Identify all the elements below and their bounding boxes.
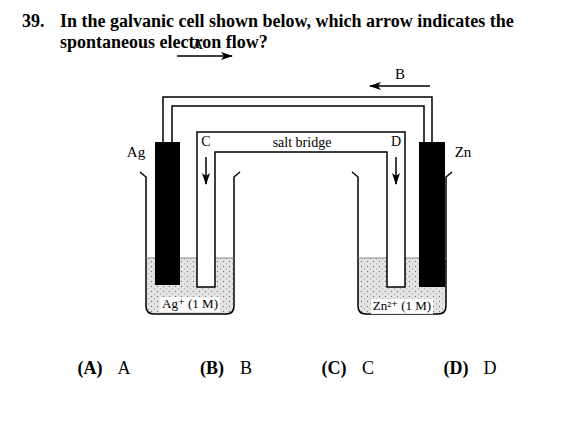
salt-bridge-label: salt bridge <box>271 135 334 151</box>
arrow-label: C <box>201 134 210 150</box>
option-letter: (C) <box>322 358 347 379</box>
question-number: 39. <box>22 11 45 32</box>
option-letter: (A) <box>78 358 103 379</box>
electrode-label: Ag <box>127 144 145 161</box>
salt-bridge-tube <box>197 132 405 287</box>
option-answer: C <box>362 358 374 379</box>
arrow-b <box>370 85 430 87</box>
option-answer: B <box>240 358 252 379</box>
electrode-label: Zn <box>455 144 472 161</box>
solution-label: Zn²⁺ (1 M) <box>371 299 433 314</box>
question-text: In the galvanic cell shown below, which … <box>60 11 530 52</box>
arrow-a <box>177 55 232 57</box>
solution-label: Ag⁺ (1 M) <box>160 297 220 312</box>
arrow-c <box>205 157 207 184</box>
option-letter: (D) <box>444 358 469 379</box>
option-letter: (B) <box>200 358 224 379</box>
option-answer: D <box>484 358 497 379</box>
option-answer: A <box>118 358 131 379</box>
ag-electrode <box>155 142 180 285</box>
zn-electrode <box>419 142 445 287</box>
arrow-label: B <box>395 66 405 83</box>
arrow-label: A <box>193 36 204 53</box>
arrow-label: D <box>391 134 401 150</box>
arrow-d <box>395 157 397 184</box>
